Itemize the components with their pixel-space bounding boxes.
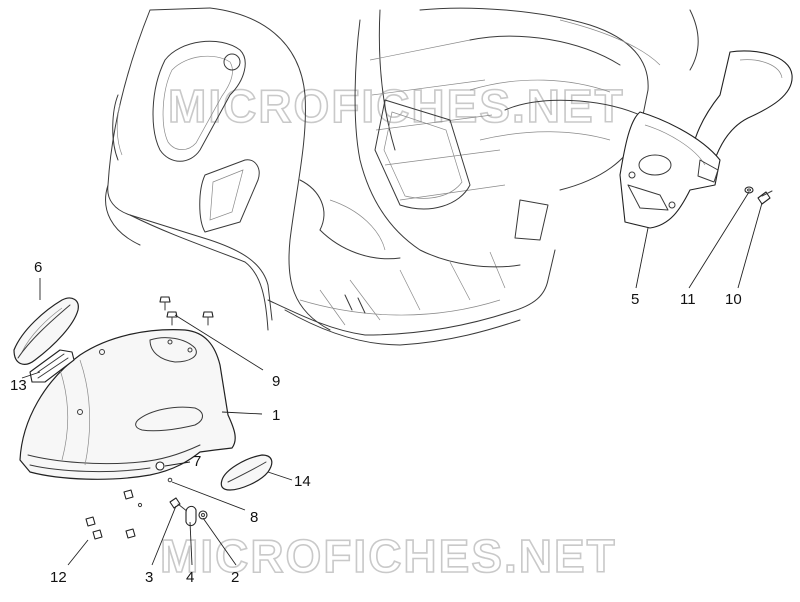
- part-3-screw[interactable]: [169, 497, 189, 513]
- callout-4: 4: [186, 569, 194, 586]
- callout-10: 10: [725, 291, 742, 308]
- callout-1: 1: [272, 407, 280, 424]
- leader-lines: [21, 191, 763, 566]
- part-9-screws[interactable]: [159, 296, 214, 326]
- part-7-nut[interactable]: [155, 461, 165, 471]
- callout-13: 13: [10, 377, 27, 394]
- part-10-screw[interactable]: [757, 190, 773, 205]
- part-1-front-mudguard[interactable]: [19, 329, 236, 480]
- callout-labels: 6 13 1 9 7 8 14 3 4 2 12 5 11 10: [10, 259, 742, 586]
- callout-12: 12: [50, 569, 67, 586]
- part-14-rubber-pad[interactable]: [220, 454, 273, 491]
- part-2-washer[interactable]: [198, 510, 208, 520]
- callout-9: 9: [272, 373, 280, 390]
- callout-6: 6: [34, 259, 42, 276]
- part-4-clip[interactable]: [185, 505, 197, 527]
- part-8-pin[interactable]: [167, 477, 173, 483]
- part-12-nuts[interactable]: [85, 489, 143, 540]
- callout-3: 3: [145, 569, 153, 586]
- callout-5: 5: [631, 291, 639, 308]
- watermark-top: MICROFICHES.NET: [168, 80, 625, 132]
- watermark-bottom: MICROFICHES.NET: [160, 530, 617, 582]
- part-5-rear-inner-mudguard[interactable]: [619, 50, 793, 229]
- part-6-fender-crest[interactable]: [13, 297, 79, 365]
- part-13-crest-holder[interactable]: [29, 349, 75, 383]
- callout-7: 7: [193, 453, 201, 470]
- callout-11: 11: [680, 291, 696, 308]
- callout-2: 2: [231, 569, 239, 586]
- callout-8: 8: [250, 509, 258, 526]
- callout-14: 14: [294, 473, 311, 490]
- part-11-washer[interactable]: [744, 186, 754, 194]
- scooter-body-outline: [105, 7, 699, 346]
